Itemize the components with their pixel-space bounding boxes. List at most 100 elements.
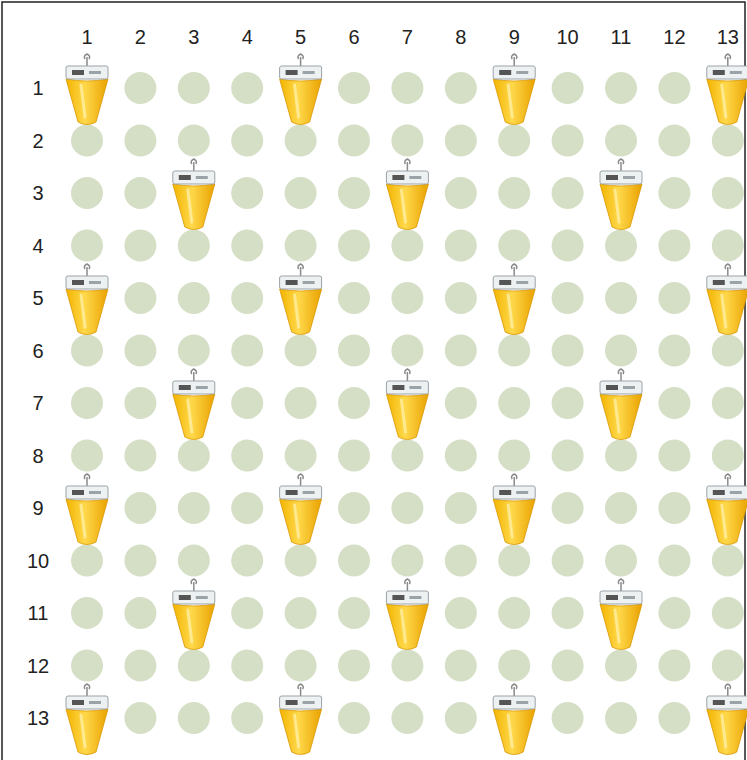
trap-icon: [493, 684, 535, 755]
dot-marker: [285, 177, 317, 209]
dot-marker: [71, 597, 103, 629]
dot-marker: [124, 125, 156, 157]
dot-marker: [605, 702, 637, 734]
trap-icon: [173, 369, 215, 440]
row-number: 5: [32, 288, 43, 308]
dot-marker: [605, 545, 637, 577]
column-number: 2: [135, 27, 146, 47]
dot-marker: [231, 440, 263, 472]
dot-marker: [605, 72, 637, 104]
dot-marker: [552, 597, 584, 629]
dot-marker: [658, 702, 690, 734]
dot-marker: [658, 650, 690, 682]
dot-marker: [338, 702, 370, 734]
row-number: 2: [32, 131, 43, 151]
dot-marker: [338, 72, 370, 104]
dot-marker: [552, 125, 584, 157]
dot-marker: [498, 650, 530, 682]
dot-marker: [71, 545, 103, 577]
column-number: 6: [348, 27, 359, 47]
dot-marker: [552, 702, 584, 734]
trap-icon: [280, 264, 322, 335]
dot-marker: [445, 387, 477, 419]
trap-icon: [66, 684, 108, 755]
dot-marker: [605, 282, 637, 314]
dot-marker: [445, 72, 477, 104]
dot-marker: [658, 125, 690, 157]
row-number: 7: [32, 393, 43, 413]
dot-marker: [71, 230, 103, 262]
dot-marker: [712, 597, 744, 629]
dot-marker: [124, 230, 156, 262]
dot-marker: [658, 597, 690, 629]
dot-marker: [124, 72, 156, 104]
trap-icon: [493, 264, 535, 335]
dot-marker: [498, 230, 530, 262]
dot-marker: [391, 282, 423, 314]
row-number: 1: [32, 78, 43, 98]
dot-marker: [445, 125, 477, 157]
dot-marker: [605, 335, 637, 367]
column-number: 11: [611, 27, 632, 47]
dot-marker: [658, 440, 690, 472]
dot-marker: [605, 440, 637, 472]
dot-marker: [124, 702, 156, 734]
dot-marker: [178, 440, 210, 472]
row-number: 6: [32, 341, 43, 361]
dot-marker: [445, 597, 477, 629]
dot-marker: [71, 125, 103, 157]
dot-marker: [391, 72, 423, 104]
row-number: 3: [32, 183, 43, 203]
dot-marker: [338, 177, 370, 209]
dot-marker: [658, 72, 690, 104]
row-number: 12: [27, 656, 49, 676]
dot-marker: [391, 230, 423, 262]
trap-icon: [600, 159, 642, 230]
dot-marker: [124, 282, 156, 314]
column-number: 8: [455, 27, 466, 47]
dot-marker: [124, 597, 156, 629]
dot-marker: [71, 650, 103, 682]
dot-marker: [498, 177, 530, 209]
dot-marker: [552, 492, 584, 524]
column-number: 13: [717, 27, 739, 47]
dot-marker: [712, 440, 744, 472]
dot-marker: [178, 72, 210, 104]
row-number: 9: [32, 498, 43, 518]
column-number: 7: [402, 27, 413, 47]
dot-marker: [445, 702, 477, 734]
trap-icon: [600, 579, 642, 650]
dot-marker: [391, 702, 423, 734]
dot-marker: [391, 335, 423, 367]
trap-icon: [280, 474, 322, 545]
dot-marker: [178, 650, 210, 682]
column-number: 1: [81, 27, 92, 47]
dot-marker: [552, 440, 584, 472]
column-number: 10: [556, 27, 578, 47]
dot-marker: [445, 492, 477, 524]
dot-marker: [71, 335, 103, 367]
dot-marker: [178, 545, 210, 577]
trap-icon: [600, 369, 642, 440]
trap-icon: [707, 264, 747, 335]
dot-marker: [445, 650, 477, 682]
row-number: 10: [27, 551, 49, 571]
dot-marker: [231, 335, 263, 367]
dot-marker: [498, 335, 530, 367]
dot-marker: [231, 177, 263, 209]
trap-icon: [386, 369, 428, 440]
dot-marker: [231, 282, 263, 314]
column-number: 3: [188, 27, 199, 47]
dot-marker: [712, 335, 744, 367]
dot-marker: [231, 492, 263, 524]
trap-icon: [66, 54, 108, 125]
dot-marker: [178, 335, 210, 367]
dot-marker: [658, 335, 690, 367]
dot-marker: [71, 440, 103, 472]
dot-marker: [285, 440, 317, 472]
trap-icon: [173, 579, 215, 650]
dot-marker: [124, 492, 156, 524]
dot-marker: [285, 125, 317, 157]
